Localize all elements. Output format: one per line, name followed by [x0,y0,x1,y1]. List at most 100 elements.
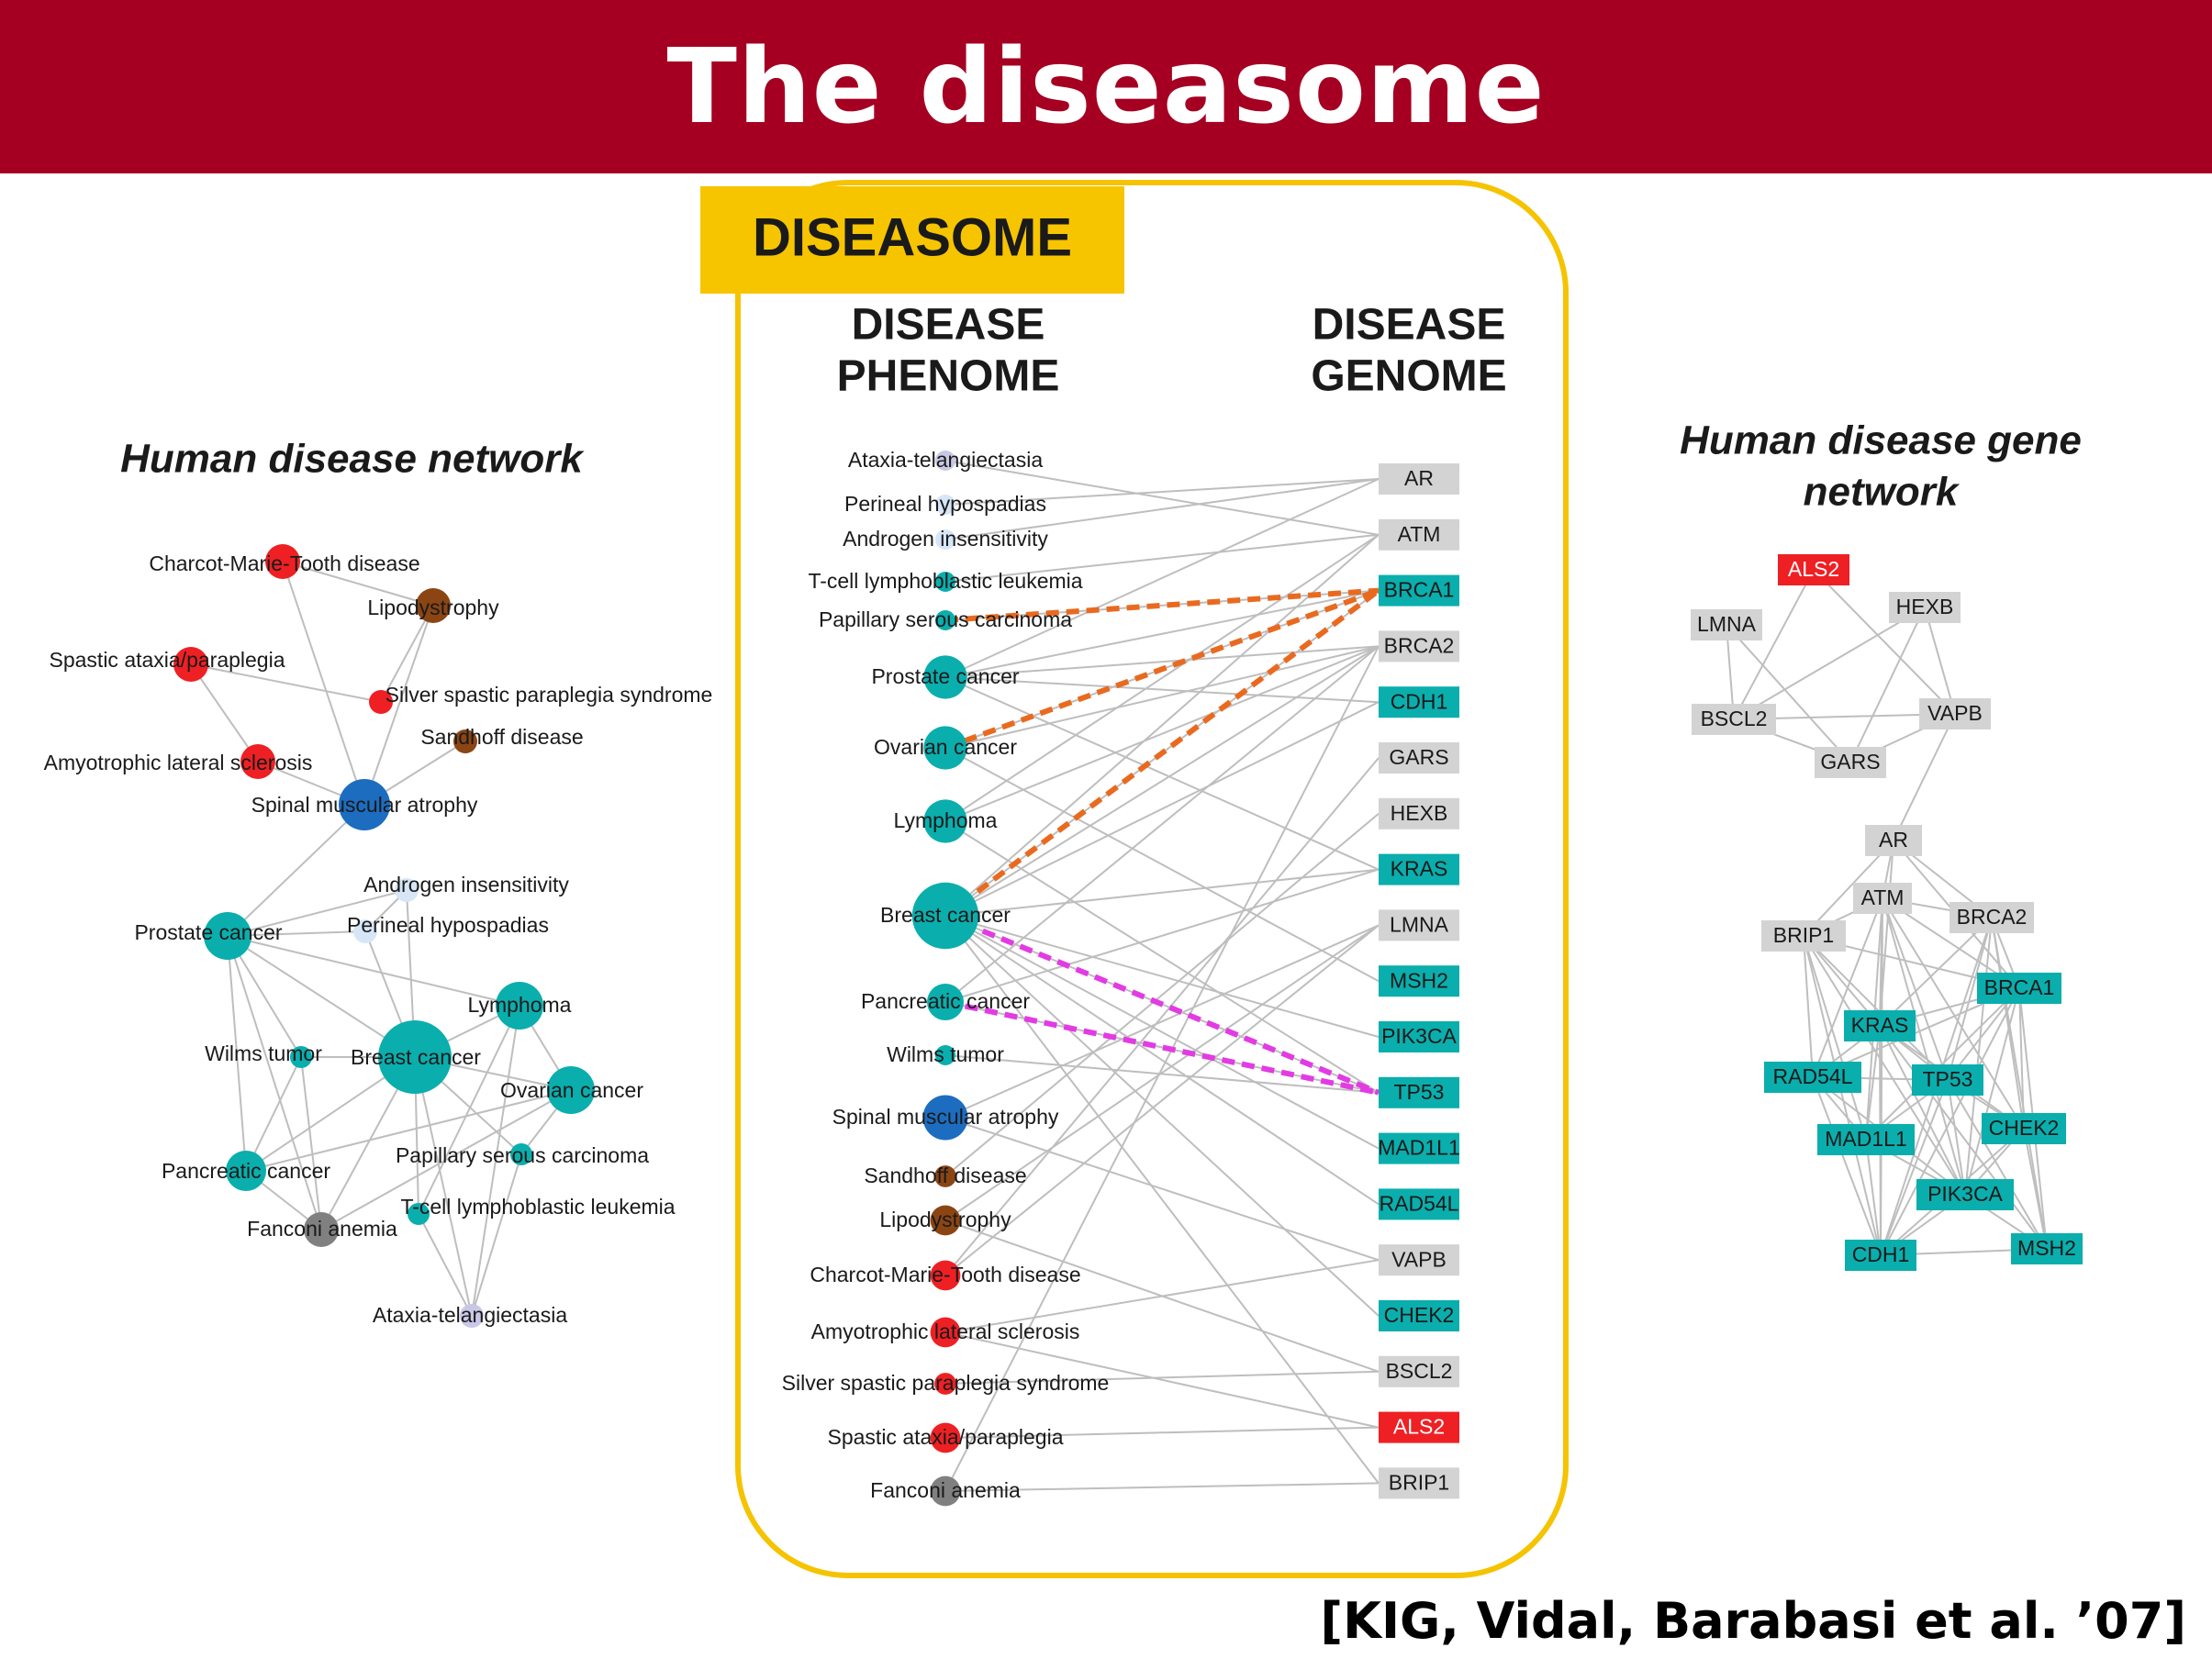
diseasome-link [944,645,1380,822]
hgn-label-tp53: TP53 [1923,1067,1973,1091]
diseasome-link [944,924,1380,1119]
phenome-label-t-cell-lymphoblastic-leukemia: T-cell lymphoblastic leukemia [808,569,1082,593]
genome-label-als2: ALS2 [1393,1415,1445,1439]
hgn-label-mad1l1: MAD1L1 [1825,1127,1906,1151]
diseasome-link [944,460,1380,536]
hgn-title-line1: Human disease gene [1680,418,2082,463]
slide-title: The diseasome [666,27,1546,147]
hgn-edge [1813,569,1956,715]
hdn-edge [227,935,416,1058]
hdn-node-sandhoff-disease [453,729,477,753]
hgn-label-gars: GARS [1820,750,1880,774]
hdn-node-lipodystrophy [416,588,451,623]
genome-node-pik3ca [1379,1021,1459,1052]
hdn-node-ovarian-cancer [547,1066,595,1114]
diseasome-node-layer [911,451,1459,1507]
hdn-edge [227,804,365,937]
hgn-node-hexb [1889,592,1961,623]
genome-node-bscl2 [1379,1355,1459,1387]
hdn-edge [190,663,259,763]
diseasome-link [944,820,1380,1094]
hdn-node-spinal-muscular-atrophy [339,779,390,830]
diseasome-link [944,534,1380,917]
hgn-edge [1882,897,1949,1081]
hdn-label-spastic-ataxia-paraplegia: Spastic ataxia/paraplegia [50,648,285,672]
hdn-label-charcot-marie-tooth-disease: Charcot-Marie-Tooth disease [149,551,419,575]
genome-label-pik3ca: PIK3CA [1381,1024,1457,1048]
phenome-label-perineal-hypospadias: Perineal hypospadias [844,492,1046,516]
hgn-node-brca2 [1949,902,2034,933]
diseasome-link [944,533,1380,583]
genome-label-brip1: BRIP1 [1389,1470,1449,1494]
genome-heading-line1: DISEASE [1313,301,1506,350]
hdn-edge [471,1005,520,1317]
genome-node-msh2 [1379,965,1459,997]
hdn-label-fanconi-anemia: Fanconi anemia [247,1217,397,1241]
genome-node-atm [1379,518,1459,551]
diseasome-link [944,747,1380,983]
genome-label-chek2: CHEK2 [1384,1303,1455,1327]
phenome-node-spastic-ataxia-paraplegia [930,1422,961,1453]
diseasome-link [944,478,1380,506]
genome-node-hexb [1379,797,1459,830]
diseasome-link [944,478,1380,678]
hdn-label-prostate-cancer: Prostate cancer [134,920,282,944]
genome-label-bscl2: BSCL2 [1386,1359,1453,1383]
phenome-node-wilms-tumor [935,1045,955,1065]
highlight-link-orange [944,587,1380,751]
hgn-label-hexb: HEXB [1896,595,1954,618]
hgn-node-cdh1 [1845,1240,1916,1271]
hdn-edge [320,1089,572,1230]
genome-node-brca2 [1379,630,1459,662]
hdn-edge [414,1056,473,1317]
phenome-node-lymphoma [923,799,967,843]
genome-label-msh2: MSH2 [1390,968,1448,992]
hdn-label-wilms-tumor: Wilms tumor [205,1041,322,1065]
phenome-label-lipodystrophy: Lipodystrophy [879,1208,1011,1231]
hgn-label-kras: KRAS [1851,1013,1909,1037]
hdn-edge [190,663,382,703]
diseasome-link [944,589,1380,678]
hgn-edge [1865,1139,1882,1256]
hdn-edge [300,1056,322,1230]
hgn-title-line2: network [1804,470,1961,515]
genome-node-brip1 [1379,1467,1459,1499]
hgn-node-rad54l [1764,1062,1861,1093]
genome-node-rad54l [1379,1188,1459,1220]
phenome-node-perineal-hypospadias [935,495,955,515]
diseasome-box [735,180,1569,1578]
diseasome-link [944,1331,1380,1429]
phenome-label-lymphoma: Lymphoma [894,808,998,832]
phenome-label-androgen-insensitivity: Androgen insensitivity [843,527,1048,551]
diseasome-link [944,645,1380,917]
label-layer: DISEASOMEDISEASEPHENOMEDISEASEGENOMEAtax… [44,180,2082,1578]
hdn-label-ataxia-telangiectasia: Ataxia-telangiectasia [373,1303,567,1327]
hgn-edge [1803,935,1882,1256]
hdn-title: Human disease network [120,437,585,482]
phenome-label-papillary-serous-carcinoma: Papillary serous carcinoma [819,607,1072,631]
phenome-label-ovarian-cancer: Ovarian cancer [874,735,1017,759]
hgn-label-bscl2: BSCL2 [1701,707,1768,730]
genome-node-chek2 [1379,1300,1459,1331]
genome-label-vapb: VAPB [1391,1247,1447,1271]
genome-node-vapb [1379,1244,1459,1276]
hgn-edge [1964,987,2020,1196]
diseasome-link [944,1117,1380,1262]
hdn-label-sandhoff-disease: Sandhoff disease [420,725,583,749]
hgn-edge [1880,1079,1949,1256]
hgn-edge [1924,607,1956,715]
diseasome-label: DISEASOME [753,207,1072,267]
diseasome-link [944,924,1380,1221]
hdn-edge [227,935,520,1007]
hgn-node-kras [1844,1010,1916,1041]
phenome-label-charcot-marie-tooth-disease: Charcot-Marie-Tooth disease [810,1263,1080,1286]
phenome-label-breast-cancer: Breast cancer [880,903,1011,927]
genome-label-tp53: TP53 [1394,1080,1445,1104]
hdn-edge [245,1089,572,1172]
diseasome-link [944,915,1380,1206]
genome-node-ar [1379,463,1459,495]
hdn-node-perineal-hypospadias [353,919,377,943]
hgn-label-lmna: LMNA [1697,612,1757,636]
phenome-label-amyotrophic-lateral-sclerosis: Amyotrophic lateral sclerosis [811,1319,1080,1343]
hgn-label-vapb: VAPB [1927,701,1983,725]
